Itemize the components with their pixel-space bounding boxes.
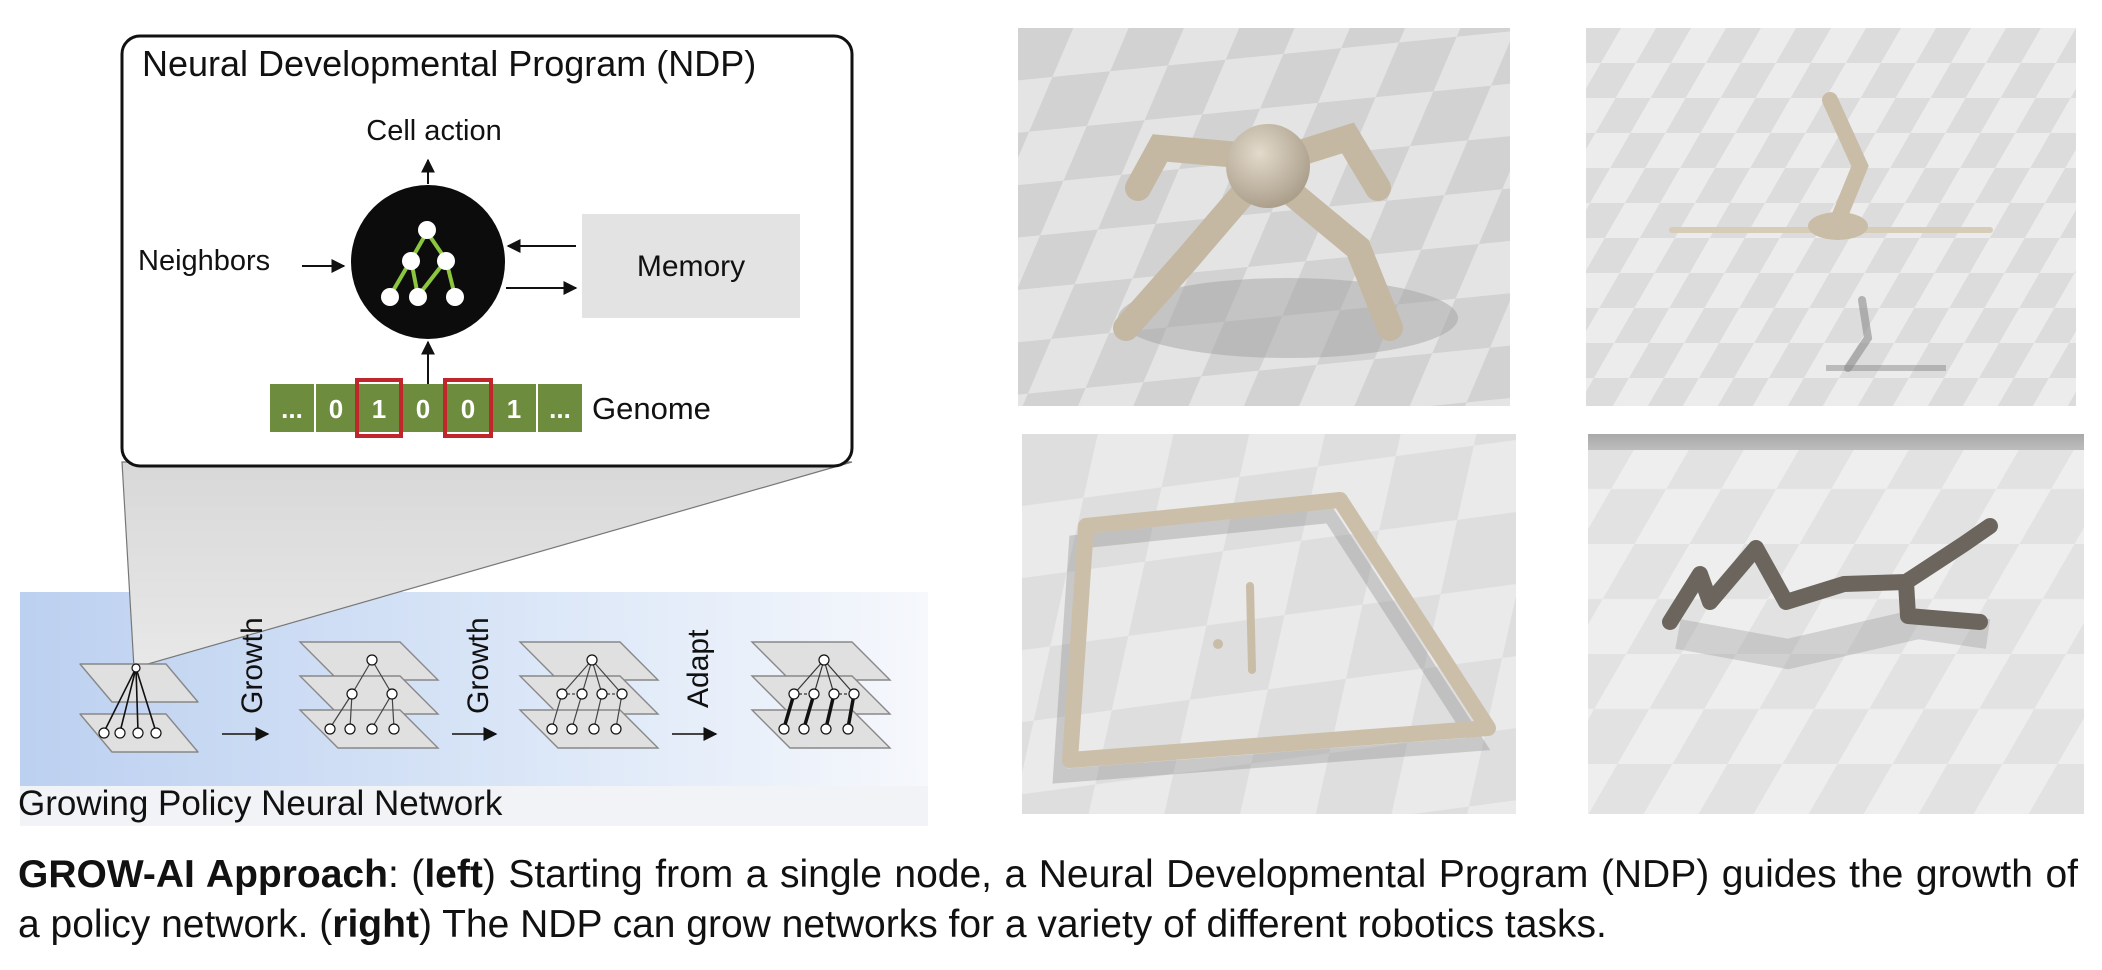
genome-highlight	[355, 378, 403, 438]
genome-bit: 0	[416, 394, 430, 424]
genome-bit: 1	[507, 394, 521, 424]
growth-label-2: Growth	[462, 617, 495, 714]
genome-bit: 0	[461, 394, 475, 424]
network-label: Growing Policy Neural Network	[18, 784, 503, 823]
genome-bit: 0	[329, 394, 343, 424]
panel-ring-arena	[1022, 434, 1516, 814]
panel-quadruped	[1018, 28, 1510, 406]
genome-strip: ... 0 1 0 0 1 ...	[270, 378, 582, 438]
network-label-strip	[20, 786, 928, 826]
memory-label: Memory	[637, 250, 745, 283]
ndp-figure: Neural Developmental Program (NDP) Cell …	[18, 34, 928, 826]
caption-lead: GROW-AI Approach	[18, 853, 388, 896]
ndp-title: Neural Developmental Program (NDP)	[142, 43, 756, 84]
memory-box	[582, 214, 800, 318]
caption-right: right	[332, 903, 419, 946]
figure-caption: GROW-AI Approach: (left) Starting from a…	[18, 850, 2078, 950]
panel-zigzag-walker	[1588, 434, 2084, 814]
network-stage-1	[79, 663, 199, 753]
growth-label-1: Growth	[236, 617, 269, 714]
network-stage-3	[518, 641, 660, 749]
caption-text: ) The NDP can grow networks for a variet…	[418, 903, 1607, 946]
caption-text: : (	[387, 853, 425, 896]
caption-text: ) Starting from a single node, a Neural …	[18, 853, 2079, 946]
adapt-label: Adapt	[682, 629, 715, 708]
genome-bit: ...	[281, 394, 303, 424]
network-stage-2	[298, 641, 440, 749]
caption-left: left	[424, 853, 483, 896]
neural-cell	[351, 185, 505, 339]
neighbors-label: Neighbors	[138, 245, 270, 277]
genome-highlight	[443, 378, 493, 438]
genome-bit: ...	[549, 394, 571, 424]
genome-bit: 1	[372, 394, 386, 424]
cell-tree-icon	[381, 221, 464, 306]
cell-action-label: Cell action	[366, 115, 501, 147]
panel-hopper	[1586, 28, 2076, 406]
genome-label: Genome	[592, 391, 711, 426]
network-stage-4	[750, 641, 892, 749]
